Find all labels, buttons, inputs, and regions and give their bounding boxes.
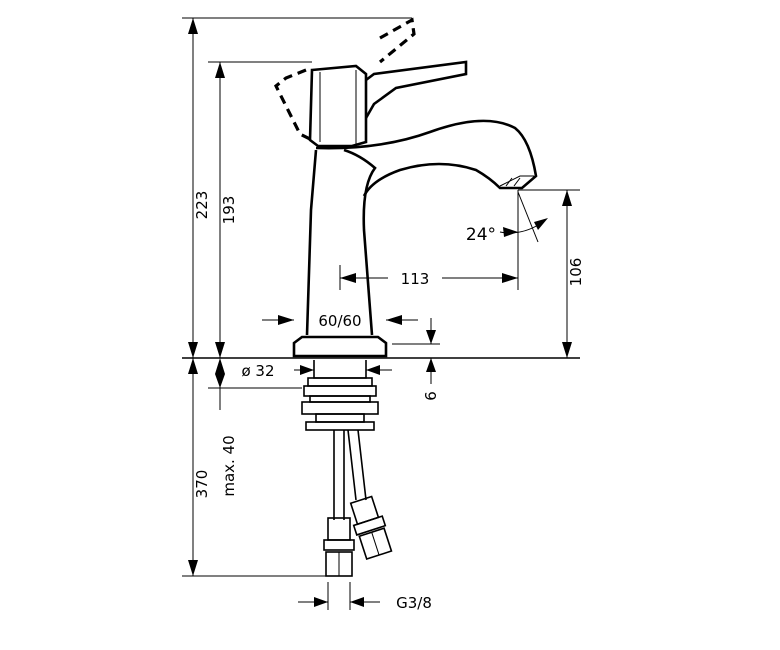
lever-handle xyxy=(364,60,468,119)
label-106: 106 xyxy=(567,258,585,287)
arrow-370-bottom xyxy=(188,560,198,576)
label-60-60: 60/60 xyxy=(318,312,361,330)
label-223: 223 xyxy=(193,191,211,220)
arrow-370-top xyxy=(188,358,198,374)
fitting-right-nut-edge xyxy=(371,532,380,556)
spout xyxy=(315,119,538,197)
label-24-degrees: 24° xyxy=(466,225,496,245)
arrow-60-left xyxy=(278,315,294,325)
column-right xyxy=(343,148,377,336)
arrow-193-top xyxy=(215,62,225,78)
arrow-40-top xyxy=(215,358,225,374)
fitting-right-ring xyxy=(352,515,387,536)
angle-24-line xyxy=(517,191,539,243)
arrow-113-right xyxy=(502,273,518,283)
nut-3 xyxy=(309,395,371,403)
arrow-106-bottom xyxy=(562,342,572,358)
arrow-g38-right xyxy=(350,597,364,607)
arrow-6-top xyxy=(426,330,436,344)
arrow-32-right xyxy=(366,365,380,375)
nut-6 xyxy=(305,421,375,431)
nut-2 xyxy=(303,385,377,397)
fitting-right-body xyxy=(349,495,380,526)
faucet-body xyxy=(182,17,580,577)
arrow-24-left xyxy=(503,227,518,237)
fitting-right xyxy=(349,495,393,561)
nut-1 xyxy=(307,377,373,387)
arrow-40-bottom xyxy=(215,374,225,388)
lever-open-handle-dashed xyxy=(378,17,416,64)
label-193: 193 xyxy=(220,196,238,225)
label-g3-8: G3/8 xyxy=(396,594,432,612)
lever-open-position-dashed xyxy=(273,68,313,142)
label-113: 113 xyxy=(401,270,430,288)
label-370: 370 xyxy=(193,470,211,499)
hose-right xyxy=(347,429,367,501)
hose-left xyxy=(333,430,345,520)
arrow-113-left xyxy=(340,273,356,283)
dimension-lines xyxy=(182,17,580,610)
arrow-g38-left xyxy=(314,597,328,607)
fitting-left xyxy=(327,517,351,541)
label-diameter-32: ø 32 xyxy=(241,362,274,380)
lever-body xyxy=(308,64,368,148)
arrow-223-bottom xyxy=(188,342,198,358)
arrow-106-top xyxy=(562,190,572,206)
nut-4 xyxy=(301,401,379,415)
base-plate xyxy=(292,335,388,358)
dimension-labels: 223 193 113 106 60/60 24° ø 32 6 370 max… xyxy=(193,191,585,612)
column-left xyxy=(305,149,318,336)
aerator-line-2 xyxy=(513,177,521,187)
arrow-223-top xyxy=(188,18,198,34)
nut-5 xyxy=(315,413,365,423)
label-6: 6 xyxy=(422,391,440,401)
arrow-32-left xyxy=(300,365,314,375)
arrow-6-bottom xyxy=(426,358,436,372)
arrow-60-right xyxy=(386,315,402,325)
shank-top xyxy=(313,360,367,379)
fitting-left-ring xyxy=(323,539,355,551)
arrow-193-bottom xyxy=(215,342,225,358)
spout-aerator xyxy=(499,175,534,187)
label-max-40: max. 40 xyxy=(220,435,238,496)
arrow-24-right xyxy=(534,218,548,230)
aerator-line-1 xyxy=(505,177,513,187)
